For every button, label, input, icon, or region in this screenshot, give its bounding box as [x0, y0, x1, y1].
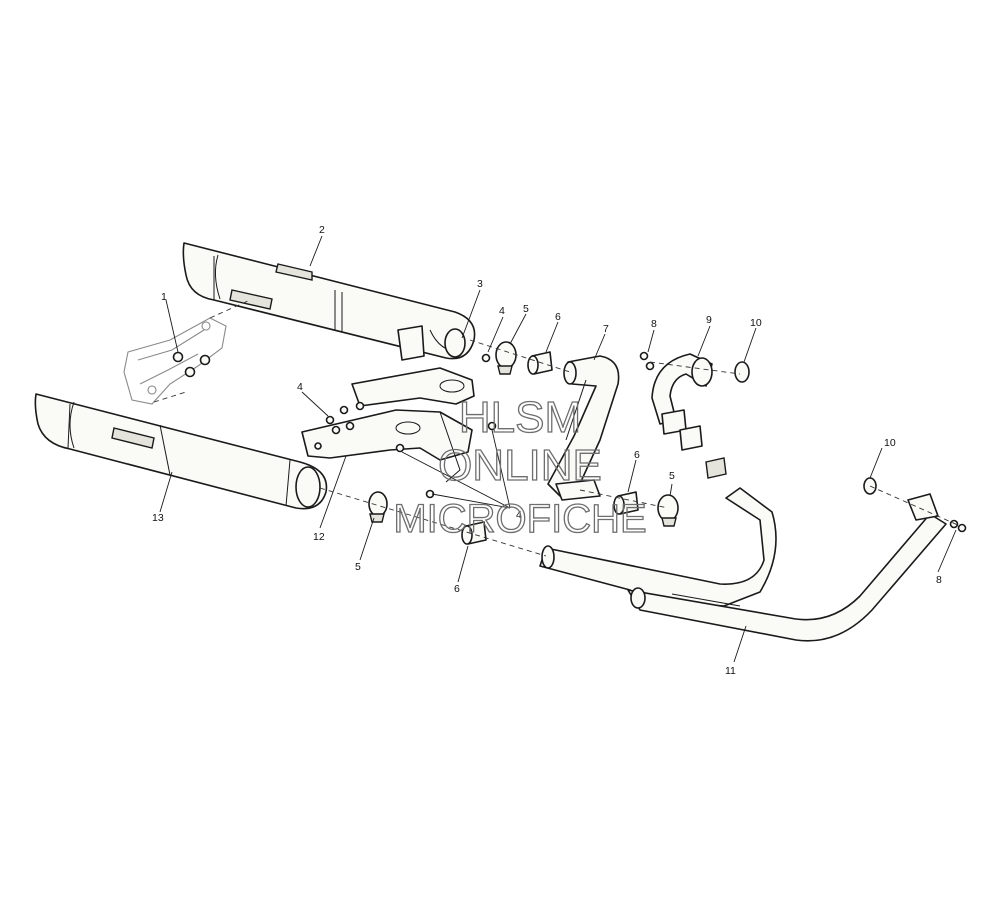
sleeve-upper [527, 351, 553, 375]
callout-4-left: 4 [297, 381, 303, 393]
callout-8-upper: 8 [651, 318, 657, 330]
flange-nut-upper [639, 351, 655, 371]
leader-lines [159, 235, 957, 663]
callout-13: 13 [152, 512, 164, 524]
callout-10-upper: 10 [750, 317, 762, 329]
hanger-bracket [351, 325, 475, 407]
callout-4-lower: 4 [516, 509, 522, 521]
mounting-plate [301, 409, 473, 483]
clamp-middle [657, 494, 679, 527]
callout-2: 2 [319, 224, 325, 236]
watermark-line-3: MICROFICHE [393, 497, 646, 541]
nut-group-4 [325, 353, 497, 499]
callout-12: 12 [313, 531, 325, 543]
nut-group-1 [172, 351, 211, 378]
callout-8-lower: 8 [936, 574, 942, 586]
callout-10-lower: 10 [884, 437, 896, 449]
gasket-upper [734, 361, 750, 383]
callout-1: 1 [161, 291, 167, 303]
header-elbow [651, 353, 727, 479]
lower-muffler [34, 393, 328, 510]
callout-labels: 1 2 3 4 4 4 5 5 5 6 6 6 7 8 8 9 10 10 11… [152, 224, 942, 677]
callout-5-lower: 5 [355, 561, 361, 573]
upper-muffler [182, 242, 476, 360]
callout-5-middle: 5 [669, 470, 675, 482]
callout-9: 9 [706, 314, 712, 326]
clamp-upper [495, 341, 517, 375]
callout-4-upper: 4 [499, 305, 505, 317]
callout-6-upper: 6 [555, 311, 561, 323]
flange-nut-lower [949, 519, 967, 533]
head-pipe-rear [547, 355, 620, 501]
alignment-lines [153, 299, 961, 557]
mount-bracket-ghost [123, 317, 227, 405]
sleeve-lower [461, 521, 487, 545]
watermark: HLSM ONLINE MICROFICHE [393, 392, 648, 541]
callout-11: 11 [725, 665, 736, 677]
callout-6-middle: 6 [634, 449, 640, 461]
watermark-line-2: ONLINE [438, 441, 602, 490]
callout-5-upper: 5 [523, 303, 529, 315]
callout-6-lower: 6 [454, 583, 460, 595]
callout-3: 3 [477, 278, 483, 290]
sleeve-middle [613, 491, 639, 515]
watermark-line-1: HLSM [459, 393, 581, 442]
callout-7: 7 [603, 323, 609, 335]
head-pipe-front [539, 487, 947, 642]
